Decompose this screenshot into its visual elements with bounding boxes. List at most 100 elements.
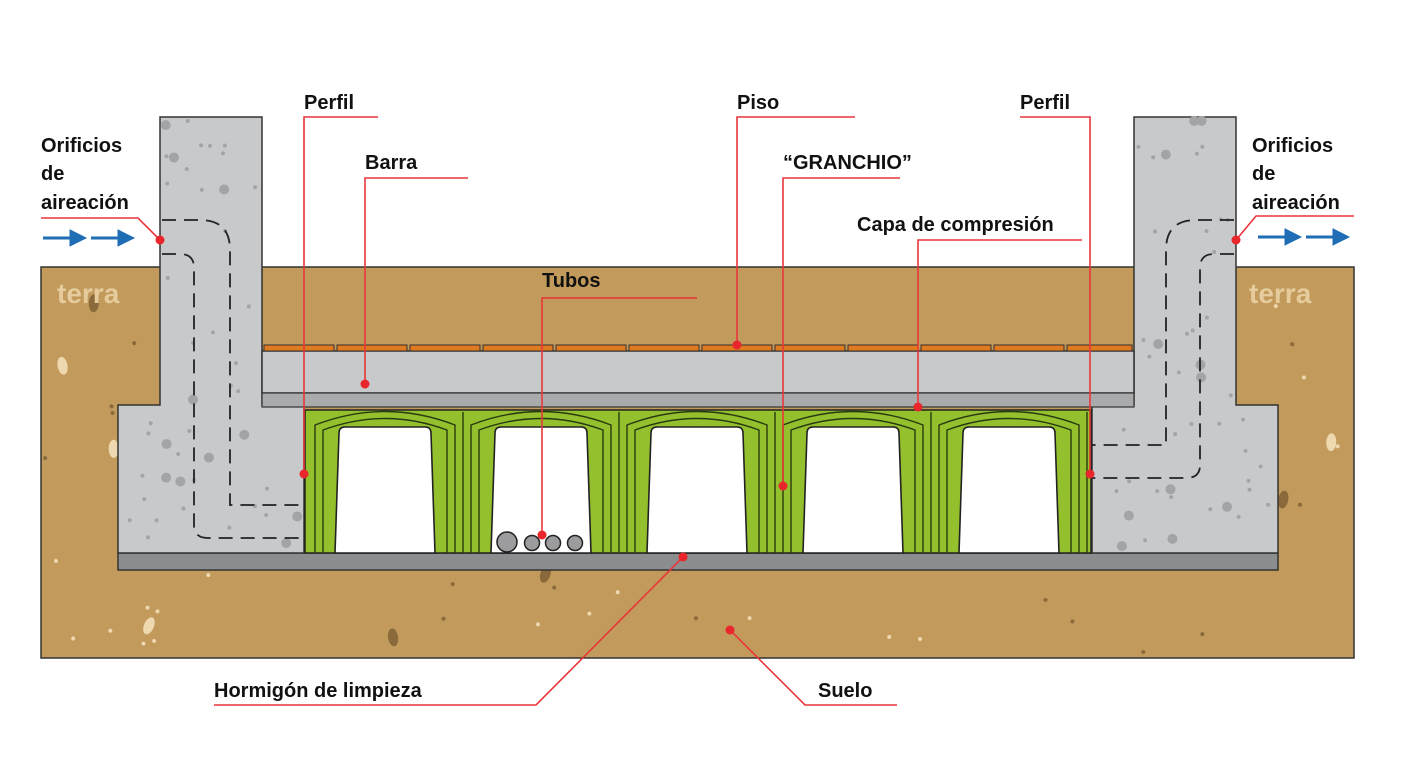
concrete-aggregate <box>1217 421 1222 426</box>
label-orificios-left-2: de <box>41 163 64 185</box>
concrete-aggregate <box>1153 229 1158 234</box>
concrete-aggregate <box>1247 487 1252 492</box>
concrete-aggregate <box>1204 315 1209 320</box>
floor-tile <box>1066 344 1133 352</box>
concrete-aggregate <box>1141 338 1146 343</box>
concrete-aggregate <box>208 143 213 148</box>
concrete-aggregate <box>1176 370 1181 375</box>
concrete-aggregate <box>127 518 132 523</box>
concrete-aggregate <box>1155 489 1160 494</box>
label-orificios-left-1: Orificios <box>41 135 122 157</box>
tubes <box>496 531 584 553</box>
granchio-module-outline <box>634 417 760 553</box>
concrete-aggregate <box>1147 354 1152 359</box>
concrete-aggregate <box>185 119 190 124</box>
label-perfil-right: Perfil <box>1020 92 1070 114</box>
concrete-aggregate <box>1143 538 1148 543</box>
soil-pebble <box>887 634 892 639</box>
concrete-aggregate <box>1169 495 1174 500</box>
label-suelo: Suelo <box>818 680 872 702</box>
concrete-aggregate <box>1153 338 1164 349</box>
concrete-aggregate <box>253 185 258 190</box>
floor-tile <box>628 344 700 352</box>
concrete-aggregate <box>1121 427 1126 432</box>
label-barra: Barra <box>365 152 418 174</box>
concrete-aggregate <box>199 187 204 192</box>
soil-pebble <box>1273 304 1278 309</box>
soil-pebble <box>693 616 698 621</box>
concrete-aggregate <box>146 431 151 436</box>
granchio-module-outline <box>790 417 916 553</box>
label-granchio: “GRANCHIO” <box>783 152 912 174</box>
airflow-arrow-icon-left <box>43 229 136 247</box>
granchio-opening <box>334 426 436 554</box>
soil-pebble <box>552 585 557 590</box>
concrete-aggregate <box>1196 372 1207 383</box>
soil-pebble <box>918 637 923 642</box>
label-piso: Piso <box>737 92 779 114</box>
concrete-aggregate <box>1189 115 1200 126</box>
concrete-aggregate <box>1151 155 1156 160</box>
soil-pebble <box>587 611 592 616</box>
soil-pebble <box>143 617 155 635</box>
soil-pebble <box>110 410 115 415</box>
concrete-aggregate <box>233 361 238 366</box>
terra-label-left: terra <box>57 278 120 309</box>
soil-pebble <box>1297 502 1302 507</box>
soil-pebble <box>108 439 119 458</box>
floor-tile <box>555 344 627 352</box>
concrete-aggregate <box>1114 489 1119 494</box>
concrete-aggregate <box>1190 328 1195 333</box>
floor-tile <box>993 344 1065 352</box>
concrete-aggregate <box>221 151 226 156</box>
granchio-module-outline <box>938 410 1080 553</box>
granchio-arches <box>314 410 1088 554</box>
soil-pebble <box>1141 650 1146 655</box>
granchio-module-outline <box>782 410 924 553</box>
concrete-aggregate <box>184 167 189 172</box>
concrete-aggregate <box>222 143 227 148</box>
concrete-aggregate <box>161 472 172 483</box>
granchio-opening <box>802 426 904 554</box>
soil-pebble <box>536 622 540 627</box>
soil-pebble <box>43 456 48 461</box>
concrete-aggregate <box>187 428 192 433</box>
label-orificios-right-2: de <box>1252 163 1275 185</box>
floor-tile <box>482 344 554 352</box>
label-hormigon-limpieza: Hormigón de limpieza <box>214 680 423 702</box>
concrete-aggregate <box>264 513 269 518</box>
concrete-aggregate <box>1204 229 1209 234</box>
label-orificios-right-3: aireación <box>1252 192 1340 214</box>
label-perfil-left: Perfil <box>304 92 354 114</box>
concrete-aggregate <box>146 535 151 540</box>
concrete-aggregate <box>227 525 232 530</box>
soil-pebble <box>1335 444 1340 449</box>
concrete-aggregate <box>175 476 186 487</box>
floor-tile <box>920 344 992 352</box>
granchio-opening <box>958 426 1060 554</box>
concrete-aggregate <box>210 330 215 335</box>
airflow-arrow-icon-right <box>1258 228 1351 246</box>
soil-pebble <box>145 605 150 610</box>
concrete-aggregate <box>1266 502 1271 507</box>
lean-concrete-slab <box>117 552 1279 571</box>
concrete-aggregate <box>292 511 303 522</box>
soil-pebble <box>615 590 620 595</box>
concrete-aggregate <box>168 152 179 163</box>
label-orificios-right-1: Orificios <box>1252 135 1333 157</box>
concrete-aggregate <box>142 497 147 502</box>
label-orificios-left-3: aireación <box>41 192 129 214</box>
terra-label-right: terra <box>1249 278 1312 309</box>
concrete-aggregate <box>236 389 241 394</box>
soil-pebble <box>1043 597 1048 602</box>
concrete-aggregate <box>1127 479 1132 484</box>
floor-tile <box>847 344 919 352</box>
soil-pebble <box>71 636 76 641</box>
floor-tile <box>774 344 846 352</box>
soil-pebble <box>155 609 160 614</box>
concrete-aggregate <box>1200 144 1205 149</box>
concrete-aggregate <box>199 143 204 148</box>
concrete-aggregate <box>1196 115 1207 126</box>
ventilation-duct-right <box>1092 219 1234 479</box>
